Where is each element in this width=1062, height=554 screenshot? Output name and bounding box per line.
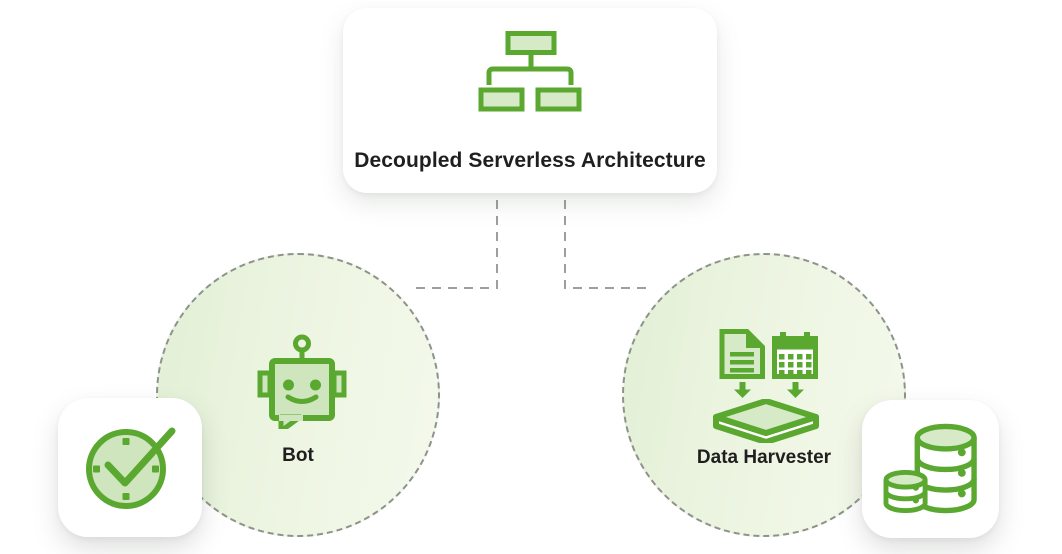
database-icon — [883, 423, 977, 514]
arrow-down-icon — [787, 382, 804, 398]
robot-icon — [257, 334, 347, 429]
clock-check-icon — [86, 427, 176, 509]
connector-left — [415, 200, 498, 289]
scheduler-card — [58, 398, 202, 537]
connector-right — [564, 200, 648, 289]
calendar-icon — [772, 332, 818, 379]
platform-layer-icon — [713, 399, 819, 443]
document-icon — [719, 329, 765, 379]
data-harvester-node-label: Data Harvester — [696, 447, 832, 468]
database-card — [862, 400, 999, 538]
arrow-down-icon — [734, 382, 751, 398]
bot-node-label: Bot — [282, 445, 314, 466]
data-harvester-node: Data Harvester — [622, 253, 906, 537]
architecture-card: Decoupled Serverless Architecture — [343, 8, 717, 193]
sitemap-icon — [478, 31, 582, 112]
architecture-card-title: Decoupled Serverless Architecture — [354, 149, 706, 172]
bot-node: Bot — [156, 253, 440, 537]
